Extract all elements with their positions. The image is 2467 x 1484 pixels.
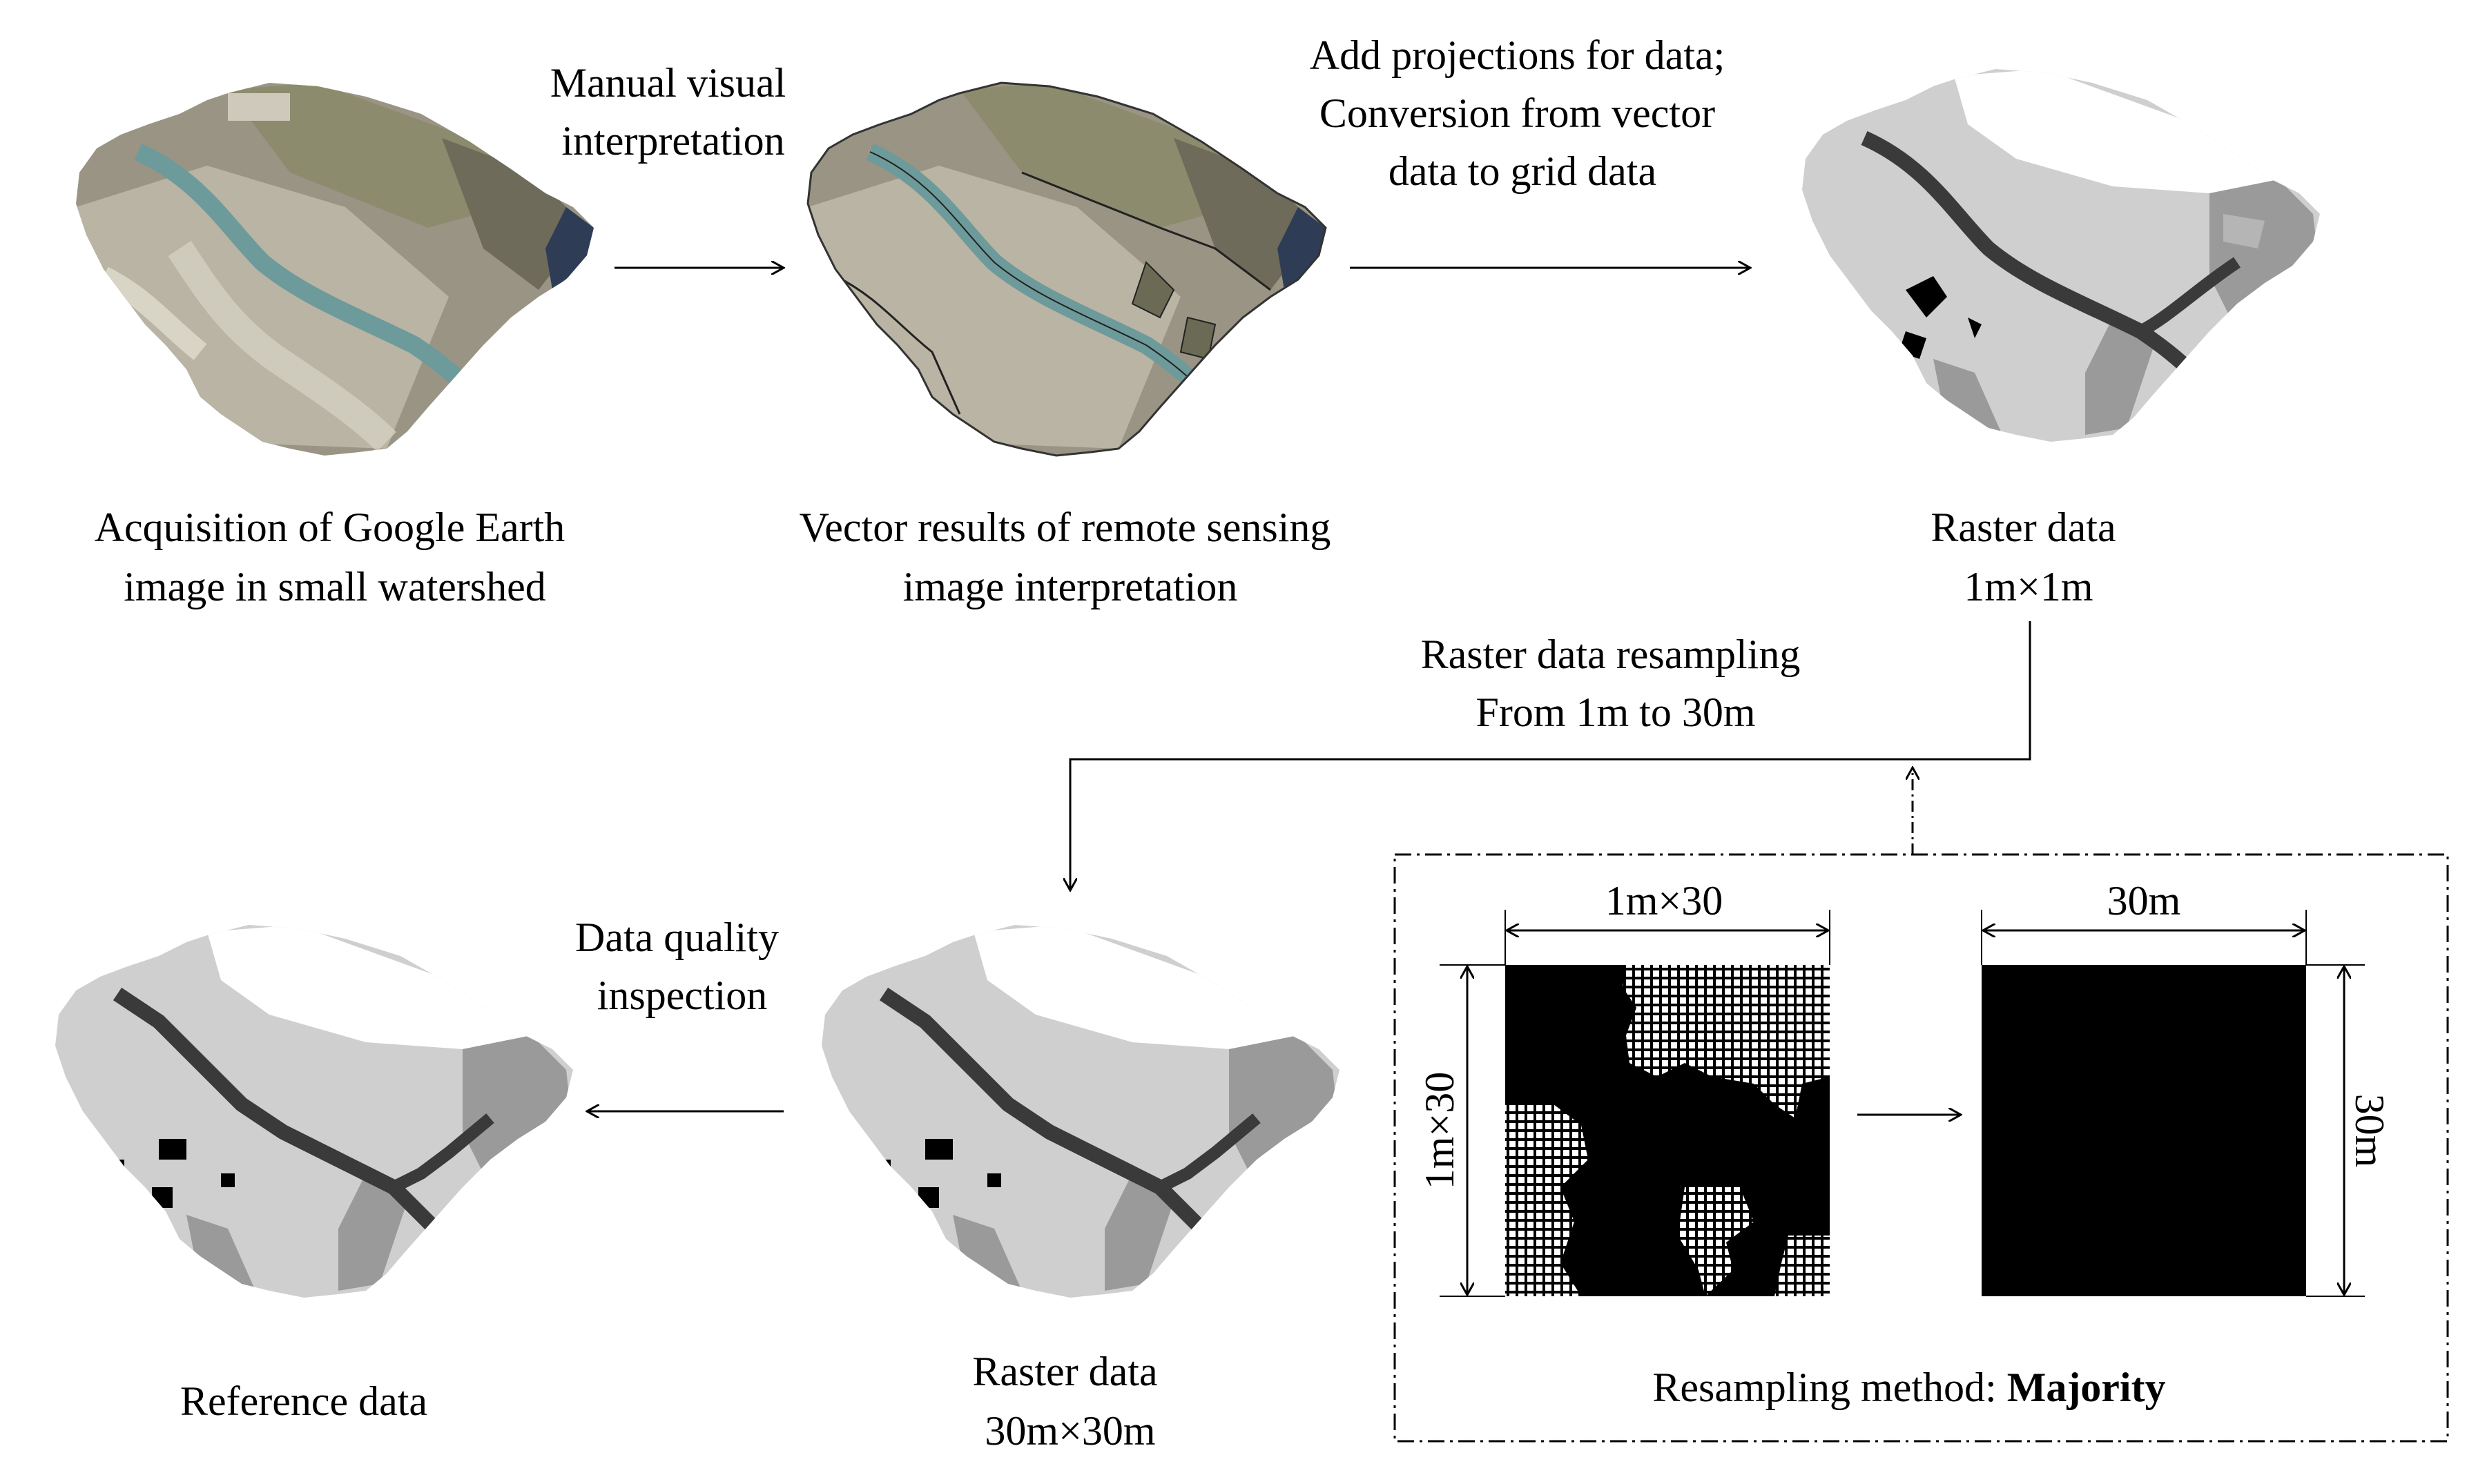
arrow-resample bbox=[1070, 621, 2031, 890]
projection-label: Add projections for data; Conversion fro… bbox=[1310, 32, 1736, 194]
inset-right-side-dim: 30m bbox=[2347, 1094, 2392, 1168]
inset-left-top-dim: 1m×30 bbox=[1605, 878, 1723, 924]
resampling-inset bbox=[1393, 853, 2449, 1443]
resampling-method-label: Resampling method: Majority bbox=[1652, 1365, 2165, 1410]
resample-label: Raster data resampling From 1m to 30m bbox=[1421, 632, 1811, 735]
quality-label: Data quality inspection bbox=[575, 915, 789, 1018]
inset-frame bbox=[1393, 853, 2449, 1443]
coarse-cell-square bbox=[1982, 965, 2306, 1296]
vector-image bbox=[806, 81, 1327, 457]
raster-1m-image bbox=[1802, 69, 2320, 442]
step5-label: Reference data bbox=[180, 1378, 427, 1424]
inset-right-top-dim: 30m bbox=[2107, 878, 2181, 924]
fine-grid-square bbox=[1505, 965, 1830, 1296]
inset-left-side-dim: 1m×30 bbox=[1417, 1072, 1462, 1190]
method-prefix: Resampling method: bbox=[1652, 1365, 2006, 1410]
step2-label: Vector results of remote sensing image i… bbox=[800, 505, 1342, 609]
raster-30m-image bbox=[822, 925, 1339, 1298]
reference-image bbox=[55, 925, 573, 1298]
method-name: Majority bbox=[2007, 1365, 2166, 1410]
manual-label: Manual visual interpretation bbox=[550, 60, 797, 164]
step4-label: Raster data 30m×30m bbox=[972, 1349, 1168, 1454]
satellite-image bbox=[76, 83, 594, 456]
step1-label: Acquisition of Google Earth image in sma… bbox=[95, 505, 576, 609]
step3-label: Raster data 1m×1m bbox=[1931, 505, 2126, 609]
